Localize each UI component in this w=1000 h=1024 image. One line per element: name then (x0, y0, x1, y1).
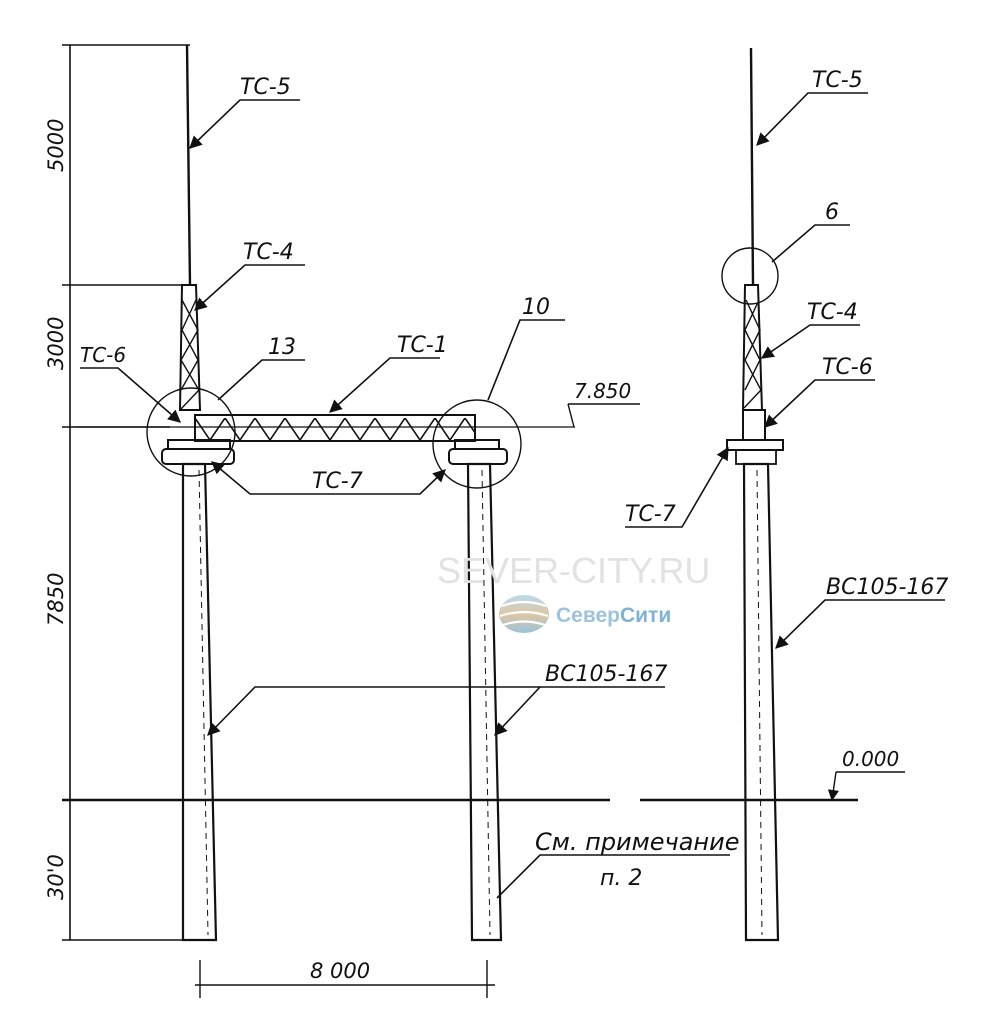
right-tc7-collar (735, 449, 777, 465)
note-line-2: п. 2 (600, 866, 642, 891)
label-tc6-right: TC-6 (822, 355, 873, 380)
leader-tc6-left (80, 367, 181, 423)
note-line-1: См. примечание (535, 828, 739, 856)
left-pole-bc105 (181, 462, 218, 942)
watermark-brand-part2: Сити (620, 604, 671, 627)
leader-bc-left (207, 686, 665, 736)
level-label-7850: 7.850 (574, 379, 631, 403)
leader-bc-right (775, 599, 945, 649)
globe-logo-icon (499, 595, 549, 633)
dim-3000: 3000 (44, 317, 68, 370)
right-tc6-head (742, 409, 766, 441)
right-tc4-lattice-b (744, 299, 761, 391)
label-bc-right: BC105-167 (826, 575, 948, 600)
label-tc4-right: TC-4 (807, 300, 858, 325)
label-tc6-left: TC-6 (80, 343, 126, 367)
dim-7850: 7850 (44, 573, 68, 626)
leader-bc-left-b (494, 686, 541, 736)
dim-5000: 5000 (44, 119, 68, 172)
level-label-0: 0.000 (842, 747, 899, 771)
label-tc7-left: TC-7 (312, 469, 363, 494)
label-node-13: 13 (268, 335, 296, 360)
right-elev-pole (742, 462, 780, 942)
label-tc5-right: TC-5 (812, 68, 863, 93)
label-tc5-left: TC-5 (240, 75, 291, 100)
label-tc1: TC-1 (397, 333, 448, 358)
leader-tc4-left (194, 264, 305, 311)
detail-circle-10 (432, 399, 522, 489)
dim-span-8000: 8 000 (310, 959, 370, 983)
right-tc4-lattice (743, 299, 762, 409)
right-elev-pole-axis (756, 469, 763, 936)
leader-tc5-right (756, 92, 868, 146)
level-mark-7850-tick (567, 403, 575, 428)
leader-6 (771, 224, 850, 263)
leader-tc7-left (211, 461, 446, 495)
label-tc4-left: TC-4 (243, 240, 294, 265)
leader-tc6-right (764, 379, 875, 428)
right-tc7-plate (726, 439, 784, 451)
leader-tc7-right (625, 446, 729, 528)
watermark-site: SEVER-CITY.RU (437, 550, 710, 591)
right-pole-axis (481, 469, 491, 936)
level-mark-0-tick (827, 771, 839, 802)
right-mast-tc5 (749, 47, 755, 286)
label-tc7-right: TC-7 (625, 502, 676, 527)
leader-13 (217, 359, 305, 401)
watermark-brand-part1: Север (556, 604, 620, 627)
leader-10 (487, 319, 565, 401)
leader-tc1 (329, 357, 440, 413)
leader-tc4-right (760, 324, 860, 359)
detail-circle-13 (146, 387, 236, 477)
right-pole-cap (448, 448, 508, 465)
right-pole-bc105 (466, 462, 503, 942)
detail-circle-6 (721, 247, 779, 305)
left-tc4-lattice (179, 299, 200, 411)
tc1-truss-web (195, 418, 475, 440)
left-tc4-section (178, 284, 202, 411)
left-tc4-lattice-b (180, 299, 199, 391)
label-bc-left: BC105-167 (545, 662, 667, 687)
dim-3000-buried: 30'0 (44, 854, 68, 900)
watermark-brand: СеверСити (556, 604, 671, 627)
left-mast-tc5 (185, 44, 192, 286)
leader-tc5-left (189, 99, 300, 149)
leader-note (496, 854, 730, 899)
left-pole-axis (198, 469, 209, 936)
label-node-6: 6 (825, 200, 839, 225)
label-node-10: 10 (522, 295, 550, 320)
